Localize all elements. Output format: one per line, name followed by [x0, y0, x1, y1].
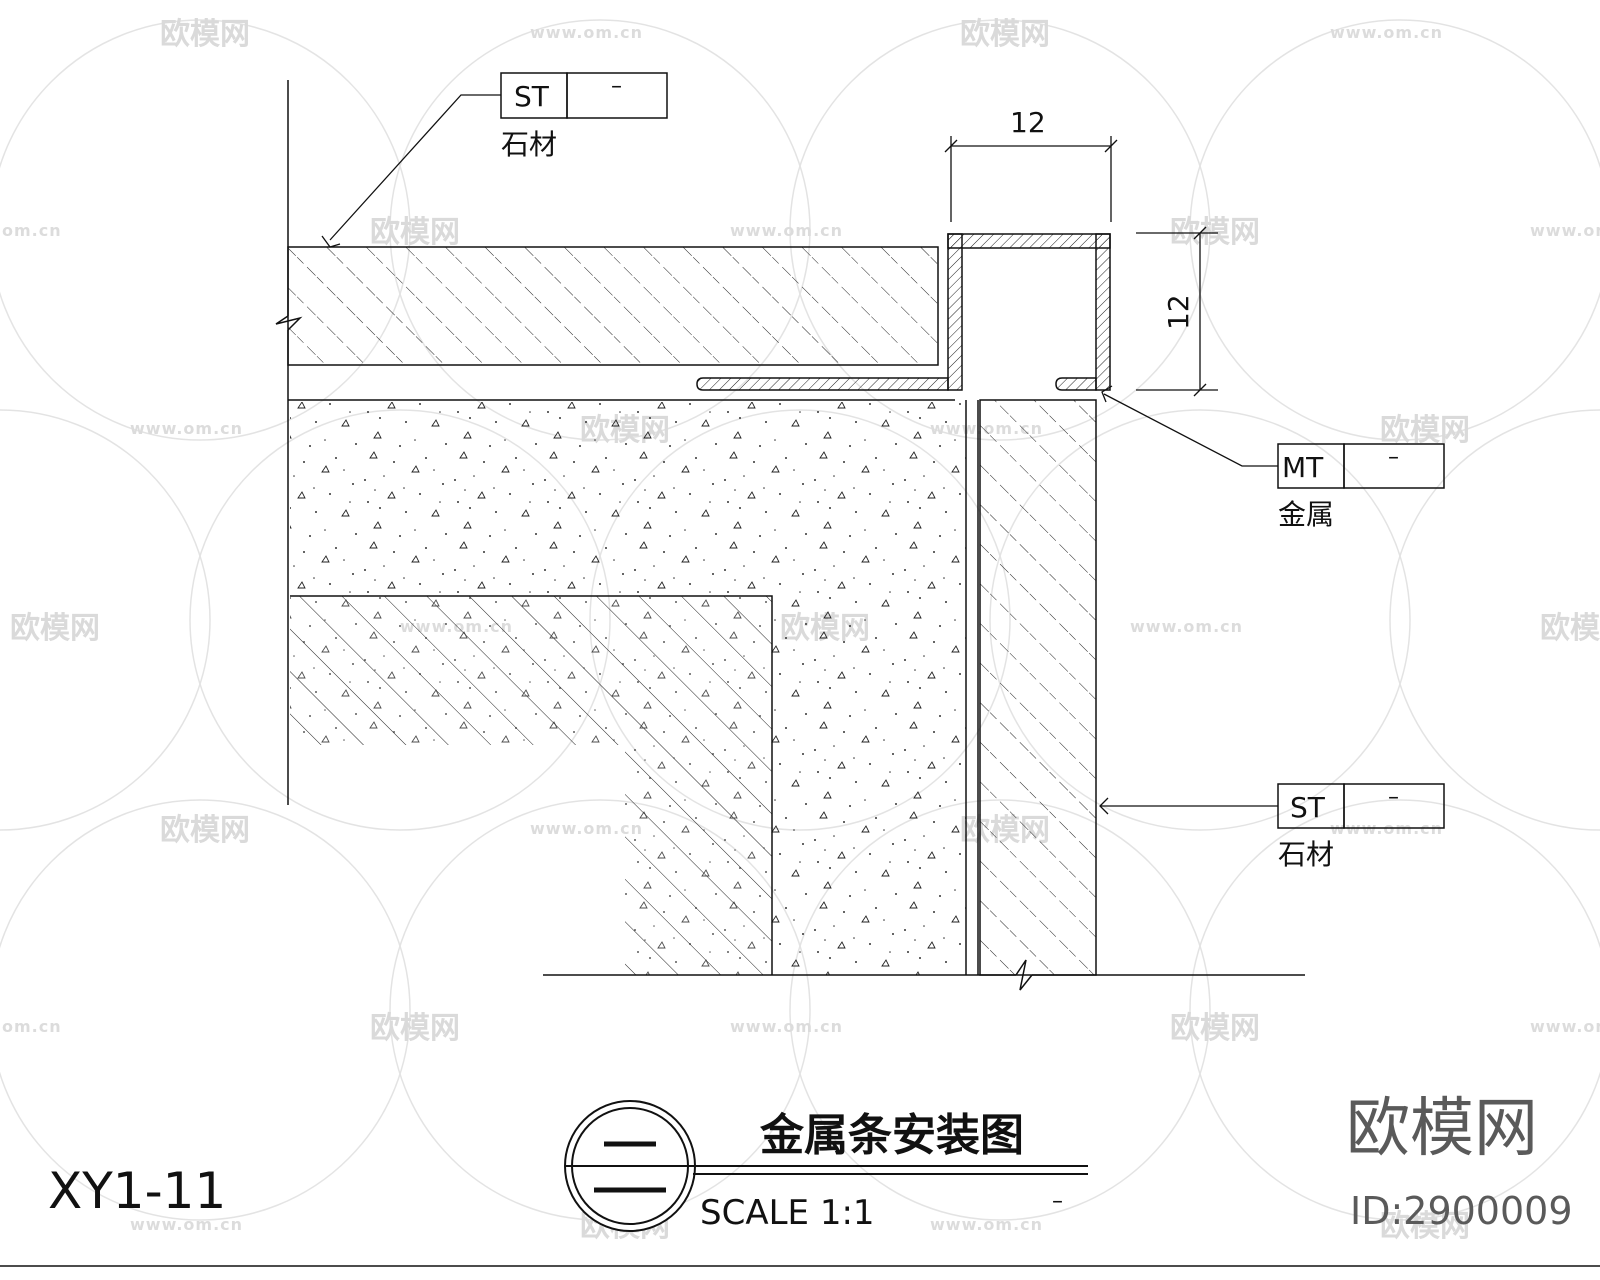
- concrete-base: [290, 400, 979, 975]
- dimension-height: [1136, 226, 1218, 397]
- tag-spec: –: [1388, 785, 1399, 810]
- tag-code: ST: [514, 80, 550, 113]
- drawing-title: 金属条安装图: [759, 1110, 1024, 1161]
- brand-logo: 欧模网 ID:2900009: [1346, 1092, 1573, 1233]
- dimension-height-label: 12: [1162, 294, 1195, 330]
- watermark-brand: 欧模网: [1540, 611, 1600, 646]
- watermark-url: www.om.cn: [1330, 23, 1443, 42]
- screed-layer: [290, 595, 773, 975]
- watermark-url: www.om.cn: [530, 23, 643, 42]
- watermark-brand: 欧模网: [1170, 1011, 1260, 1046]
- brand-logo-text: 欧模网: [1346, 1092, 1538, 1166]
- watermark-brand: 欧模网: [10, 611, 100, 646]
- watermark-url: www.om.cn: [1530, 1017, 1600, 1036]
- watermark-url-fragment: om.cn: [2, 221, 62, 240]
- top-stone-slab: [287, 246, 939, 366]
- tag-spec: –: [611, 74, 622, 99]
- leader-mt: [1101, 385, 1278, 467]
- leader-st-top: [321, 94, 501, 248]
- dimension-width-label: 12: [1010, 106, 1046, 139]
- scale-label: SCALE 1:1: [700, 1193, 875, 1233]
- watermark-brand: 欧模网: [370, 1011, 460, 1046]
- tag-name: 石材: [501, 128, 557, 161]
- watermark-brand: 欧模网: [160, 813, 250, 848]
- tag-code: ST: [1290, 791, 1326, 824]
- watermark-url: www.om.cn: [930, 1215, 1043, 1234]
- watermark-url: www.om.cn: [130, 1215, 243, 1234]
- watermark-url: www.om.cn: [730, 221, 843, 240]
- title-block: 金属条安装图 SCALE 1:1 –: [564, 1100, 1088, 1233]
- vertical-stone-panel: [979, 399, 1097, 976]
- tag-spec: –: [1388, 445, 1399, 470]
- brand-id: ID:2900009: [1350, 1189, 1573, 1233]
- watermark-brand: 欧模网: [1380, 1209, 1470, 1244]
- metal-profile: [696, 233, 1111, 391]
- watermark-brand: 欧模网: [370, 215, 460, 250]
- material-tag-st-top: ST – 石材: [500, 72, 668, 161]
- watermark-url: www.om.cn: [530, 819, 643, 838]
- watermark-url: www.om.cn: [130, 419, 243, 438]
- scale-note: –: [1052, 1189, 1063, 1214]
- material-tag-mt: MT – 金属: [1277, 443, 1445, 531]
- sheet-code: XY1-11: [48, 1162, 226, 1220]
- watermark-url: www.om.cn: [730, 1017, 843, 1036]
- watermark-url: www.om.cn: [1130, 617, 1243, 636]
- watermark-brand: 欧模网: [160, 17, 250, 52]
- tag-name: 金属: [1278, 498, 1334, 531]
- tag-code: MT: [1282, 451, 1324, 484]
- watermark-url: www.om.cn: [1530, 221, 1600, 240]
- tag-name: 石材: [1278, 838, 1334, 871]
- leader-st-side: [1099, 797, 1278, 815]
- material-tag-st-side: ST – 石材: [1277, 783, 1445, 871]
- dimension-width: [944, 136, 1118, 222]
- watermark-url-fragment: om.cn: [2, 1017, 62, 1036]
- floor-line: [543, 959, 1305, 991]
- watermark-brand: 欧模网: [960, 17, 1050, 52]
- watermark-brand: 欧模网: [1380, 413, 1470, 448]
